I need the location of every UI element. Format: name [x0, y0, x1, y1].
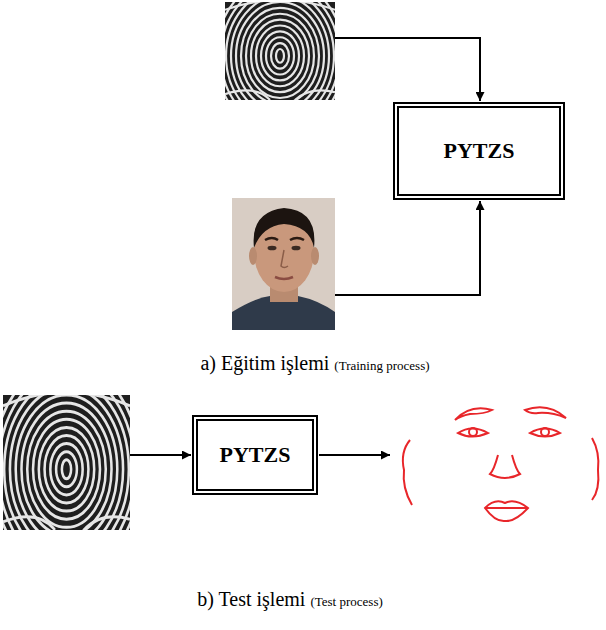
- fingerprint-image: [216, 0, 344, 133]
- subfigure-caption: b) Test işlemi (Test process): [197, 588, 383, 611]
- arrow: [335, 38, 480, 101]
- arrow: [335, 201, 480, 295]
- box-label: PYTZS: [220, 442, 291, 468]
- caption-text: a) Eğitim işlemi: [200, 352, 329, 375]
- fingerprint-image: [0, 363, 140, 576]
- arrow: [319, 454, 390, 456]
- caption-translation: (Test process): [310, 594, 382, 610]
- subfigure-caption: a) Eğitim işlemi (Training process): [200, 352, 429, 375]
- arrow: [130, 454, 191, 456]
- caption-text: b) Test işlemi: [197, 588, 305, 611]
- process-box: PYTZS: [192, 415, 318, 495]
- box-label: PYTZS: [444, 138, 515, 164]
- face-photo: [232, 198, 335, 330]
- caption-translation: (Training process): [334, 358, 429, 374]
- face-sketch: [403, 407, 599, 521]
- process-box: PYTZS: [393, 102, 565, 200]
